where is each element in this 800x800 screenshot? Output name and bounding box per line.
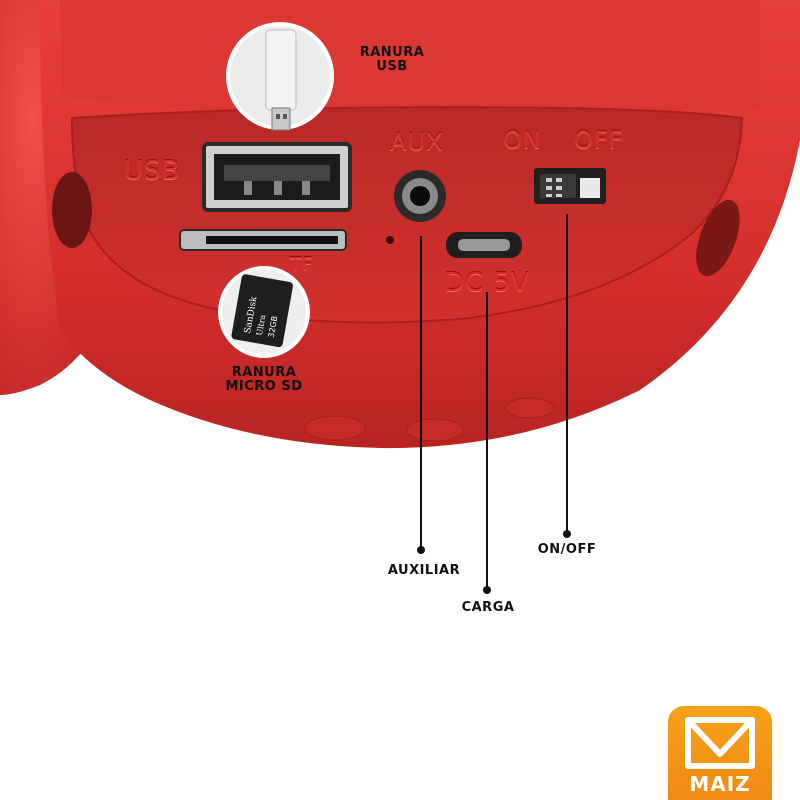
usb-stick [265,29,297,111]
panel-marking-on: ON [503,126,542,154]
bottom-button [406,418,464,442]
bottom-button [304,415,366,441]
label-power-switch: ON/OFF [537,542,597,557]
brand-name: MAIZ [689,772,751,796]
brand-logo: MAIZ [668,706,772,800]
microsd-card: SanDisk Ultra 32GB [231,274,293,348]
svg-text:32GB: 32GB [267,315,280,338]
right-vent [696,199,740,277]
left-vent [52,172,92,248]
label-usb-slot: RANURA USB [359,45,425,74]
panel-marking-aux: AUX [390,128,444,156]
svg-text:Ultra: Ultra [255,314,268,337]
label-microsd-slot: RANURA MICRO SD [225,365,303,394]
label-charging: CARGA [461,600,515,615]
brand-logo-mark [685,717,755,769]
bottom-button [505,397,555,419]
label-auxiliary: AUXILIAR [387,563,461,578]
panel-marking-off: OFF [574,126,624,154]
panel-marking-dc: DC 5V [444,268,530,298]
panel-marking-usb: USB [124,156,181,186]
panel-marking-tf: TF [290,254,314,275]
